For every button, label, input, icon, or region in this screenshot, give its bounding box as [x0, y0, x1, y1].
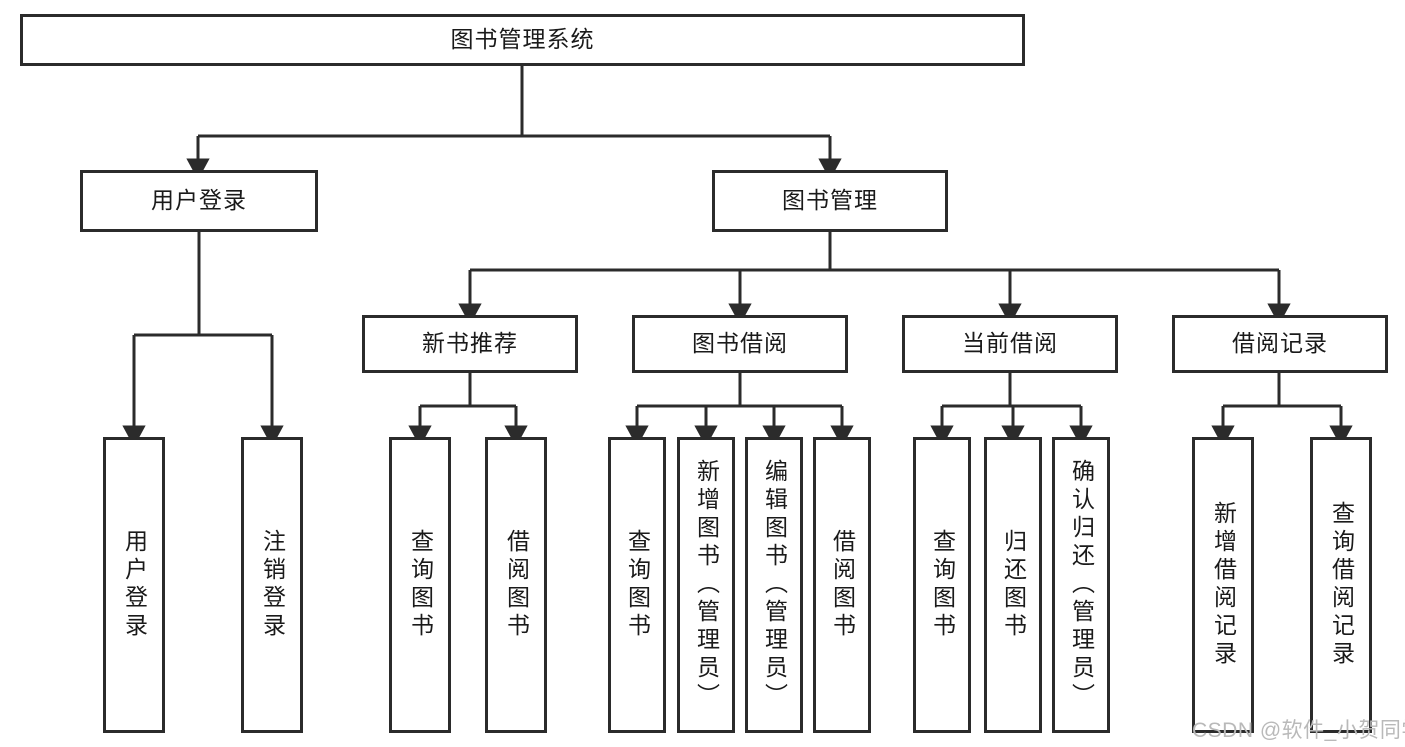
node-leaf-confirm-return-label: 确认归还（管理员） [1068, 459, 1095, 711]
node-borrow-record-label: 借阅记录 [1232, 330, 1328, 357]
node-leaf-add-record[interactable]: 新增借阅记录 [1192, 437, 1254, 733]
node-leaf-user-login-label: 用户登录 [121, 529, 148, 641]
node-leaf-query-book-2-label: 查询图书 [624, 529, 651, 641]
node-leaf-return-book[interactable]: 归还图书 [984, 437, 1042, 733]
node-borrow-record[interactable]: 借阅记录 [1172, 315, 1388, 373]
node-book-manage[interactable]: 图书管理 [712, 170, 948, 232]
node-current-borrow[interactable]: 当前借阅 [902, 315, 1118, 373]
node-leaf-add-record-label: 新增借阅记录 [1210, 501, 1237, 669]
node-leaf-borrow-book-1[interactable]: 借阅图书 [485, 437, 547, 733]
node-leaf-edit-book[interactable]: 编辑图书（管理员） [745, 437, 803, 733]
node-book-borrow[interactable]: 图书借阅 [632, 315, 848, 373]
node-leaf-confirm-return[interactable]: 确认归还（管理员） [1052, 437, 1110, 733]
node-leaf-query-record-label: 查询借阅记录 [1328, 501, 1355, 669]
node-leaf-user-logout[interactable]: 注销登录 [241, 437, 303, 733]
node-leaf-add-book[interactable]: 新增图书（管理员） [677, 437, 735, 733]
node-leaf-borrow-book-2[interactable]: 借阅图书 [813, 437, 871, 733]
node-leaf-query-book-3[interactable]: 查询图书 [913, 437, 971, 733]
node-leaf-add-book-label: 新增图书（管理员） [693, 459, 720, 711]
node-user-login-label: 用户登录 [151, 187, 247, 214]
node-new-book-recommend[interactable]: 新书推荐 [362, 315, 578, 373]
node-leaf-query-record[interactable]: 查询借阅记录 [1310, 437, 1372, 733]
node-leaf-edit-book-label: 编辑图书（管理员） [761, 459, 788, 711]
node-leaf-borrow-book-2-label: 借阅图书 [829, 529, 856, 641]
node-leaf-return-book-label: 归还图书 [1000, 529, 1027, 641]
node-leaf-query-book-1-label: 查询图书 [407, 529, 434, 641]
node-leaf-borrow-book-1-label: 借阅图书 [503, 529, 530, 641]
node-root-system[interactable]: 图书管理系统 [20, 14, 1025, 66]
csdn-watermark: CSDN @软件_小贺同学 [1192, 719, 1405, 742]
node-root-system-label: 图书管理系统 [450, 26, 595, 53]
node-leaf-query-book-1[interactable]: 查询图书 [389, 437, 451, 733]
node-leaf-query-book-3-label: 查询图书 [929, 529, 956, 641]
node-leaf-user-logout-label: 注销登录 [259, 529, 286, 641]
node-user-login[interactable]: 用户登录 [80, 170, 318, 232]
node-leaf-query-book-2[interactable]: 查询图书 [608, 437, 666, 733]
node-leaf-user-login[interactable]: 用户登录 [103, 437, 165, 733]
node-current-borrow-label: 当前借阅 [962, 330, 1058, 357]
node-new-book-recommend-label: 新书推荐 [422, 330, 518, 357]
node-book-borrow-label: 图书借阅 [692, 330, 788, 357]
node-book-manage-label: 图书管理 [782, 187, 878, 214]
